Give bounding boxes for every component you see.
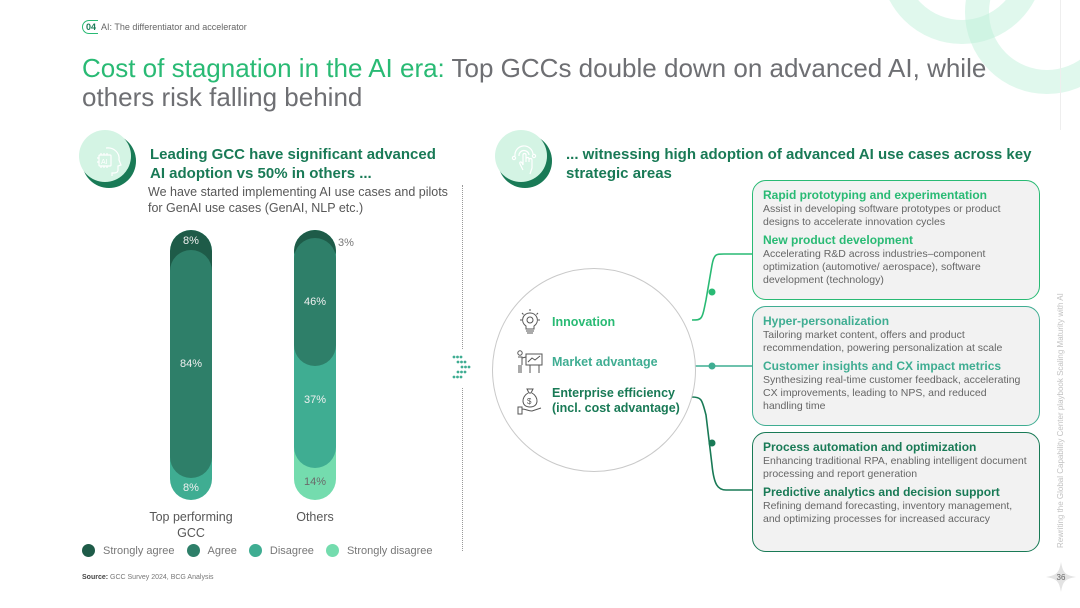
- right-section-heading: ... witnessing high adoption of advanced…: [566, 146, 1032, 182]
- touch-hand-icon: [511, 145, 537, 175]
- legend-item-agree: Agree: [186, 544, 237, 557]
- right-margin-divider: [1060, 0, 1061, 130]
- use-case-desc: Refining demand forecasting, inventory m…: [763, 500, 1013, 525]
- page-title: Cost of stagnation in the AI era: Top GC…: [82, 54, 1042, 112]
- segment-disagree: 8%: [170, 476, 212, 500]
- use-case-title: Customer insights and CX impact metrics: [763, 359, 1002, 373]
- use-case-desc: Tailoring market content, offers and pro…: [763, 329, 1003, 354]
- value-label: 37%: [303, 394, 327, 406]
- segment-agree: 84%: [170, 250, 212, 478]
- use-case-desc: Enhancing traditional RPA, enabling inte…: [763, 455, 1027, 480]
- area-enterprise-efficiency: $ Enterprise efficiency (incl. cost adva…: [516, 386, 686, 416]
- value-label: 84%: [179, 358, 203, 370]
- use-case-desc: Synthesizing real-time customer feedback…: [763, 374, 1021, 412]
- use-case-title: Hyper-personalization: [763, 314, 890, 328]
- area-label: Innovation: [552, 314, 616, 329]
- chapter-number: 04: [82, 20, 99, 34]
- area-market-advantage: Market advantage: [516, 349, 658, 375]
- page-number: 36: [1046, 562, 1076, 592]
- breadcrumb: 04 AI: The differentiator and accelerato…: [82, 20, 247, 34]
- page-number-star-icon: [1046, 562, 1076, 592]
- use-case-title: Process automation and optimization: [763, 440, 977, 454]
- svg-text:$: $: [527, 397, 532, 406]
- legend-item-disagree: Disagree: [248, 544, 314, 557]
- use-case-desc: Accelerating R&D across industries–compo…: [763, 248, 986, 286]
- area-innovation: Innovation: [516, 309, 615, 335]
- lightbulb-gear-icon: [516, 309, 544, 335]
- category-label-top-performing: Top performing GCC: [149, 510, 233, 540]
- segment-strongly-disagree: 14%: [294, 470, 336, 494]
- left-section-heading: Leading GCC have significant advanced AI…: [150, 146, 436, 182]
- left-section-subheading: We have started implementing AI use case…: [148, 185, 448, 215]
- title-accent: Cost of stagnation in the AI era:: [82, 53, 445, 83]
- value-label: 8%: [183, 482, 199, 494]
- value-label: 8%: [183, 235, 199, 247]
- touch-hand-icon-badge: [495, 130, 552, 188]
- segment-agree: 46%: [294, 238, 336, 366]
- use-case-title: Rapid prototyping and experimentation: [763, 188, 988, 202]
- ai-head-icon: AI: [97, 147, 122, 176]
- use-case-card-enterprise-efficiency: Process automation and optimization Enha…: [752, 432, 1040, 552]
- use-case-title: New product development: [763, 233, 914, 247]
- bar-top-performing-gcc: 8% 84% 8%: [170, 230, 212, 500]
- presentation-chart-icon: [516, 349, 544, 375]
- title-rest: Top GCCs double down on advanced AI, whi…: [82, 53, 987, 112]
- area-label: Market advantage: [552, 354, 658, 369]
- dotted-arrow-icon: [452, 355, 471, 379]
- use-case-title: Predictive analytics and decision suppor…: [763, 485, 1000, 499]
- value-label: 46%: [303, 296, 327, 308]
- chapter-title: AI: The differentiator and accelerator: [101, 22, 247, 32]
- chart-legend: Strongly agree Agree Disagree Strongly d…: [82, 544, 445, 557]
- source-note: Source: GCC Survey 2024, BCG Analysis: [82, 574, 214, 581]
- money-bag-hand-icon: $: [516, 388, 544, 415]
- category-label-others: Others: [296, 510, 334, 524]
- use-case-card-market-advantage: Hyper-personalization Tailoring market c…: [752, 306, 1040, 426]
- strategic-areas-circle: [492, 268, 696, 472]
- ai-head-icon-badge: AI: [79, 130, 136, 188]
- legend-item-strongly-agree: Strongly agree: [82, 544, 175, 557]
- svg-text:AI: AI: [101, 159, 108, 166]
- use-case-card-innovation: Rapid prototyping and experimentation As…: [752, 180, 1040, 300]
- section-divider: [462, 388, 463, 551]
- legend-item-strongly-disagree: Strongly disagree: [325, 544, 433, 557]
- section-divider: [462, 185, 463, 349]
- value-label-others-strongly-agree: 3%: [338, 237, 354, 249]
- bar-others: 37% 46% 14%: [294, 230, 336, 500]
- area-label: Enterprise efficiency (incl. cost advant…: [552, 386, 680, 415]
- connector-lines: [691, 253, 754, 491]
- side-running-title: Rewriting the Global Capability Center p…: [1056, 293, 1065, 548]
- value-label: 14%: [303, 476, 327, 488]
- use-case-desc: Assist in developing software prototypes…: [763, 203, 1001, 228]
